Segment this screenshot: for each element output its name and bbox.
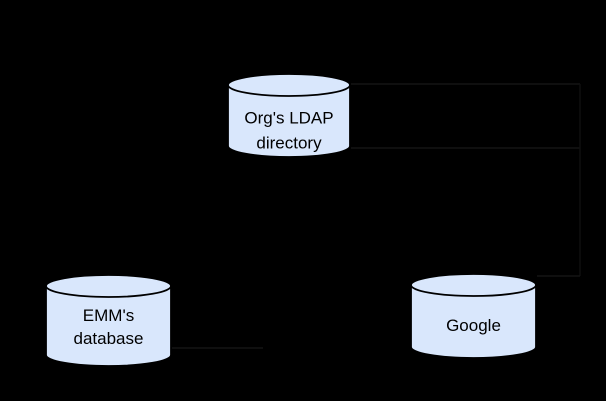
cylinder-body bbox=[45, 286, 172, 367]
node-google: Google bbox=[410, 273, 537, 359]
node-label-line: database bbox=[74, 329, 144, 348]
node-label-line: directory bbox=[256, 134, 322, 153]
cylinder-top-ellipse bbox=[410, 273, 537, 297]
cylinder-top-ellipse bbox=[227, 73, 351, 97]
node-label-line: Org's LDAP bbox=[244, 109, 333, 128]
cylinder-top-ellipse bbox=[45, 274, 172, 298]
node-orgs-ldap-directory: Org's LDAP directory bbox=[227, 73, 351, 158]
cylinder-body bbox=[410, 285, 537, 359]
cylinder-body bbox=[227, 85, 351, 158]
node-label-line: EMM's bbox=[83, 306, 134, 325]
node-emms-database: EMM's database bbox=[45, 274, 172, 367]
node-label-line: Google bbox=[446, 316, 501, 335]
